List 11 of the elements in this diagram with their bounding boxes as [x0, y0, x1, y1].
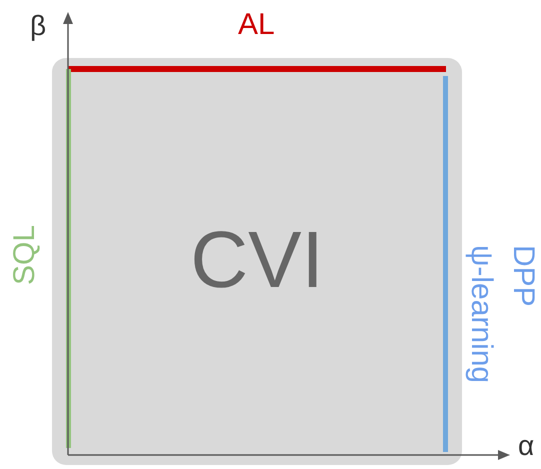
axis-label: α: [518, 432, 534, 460]
bar-label: ψ-learning: [466, 245, 496, 384]
bar-label: AL: [238, 10, 275, 40]
bar-label: DPP: [508, 245, 538, 307]
bar-label: SQL: [10, 225, 40, 286]
axis-label: β: [30, 12, 46, 40]
parameter-region: [52, 58, 462, 465]
region-label: CVI: [189, 220, 325, 300]
boundary-bar: [443, 76, 448, 452]
boundary-bar: [66, 69, 71, 448]
boundary-bar: [68, 66, 446, 72]
